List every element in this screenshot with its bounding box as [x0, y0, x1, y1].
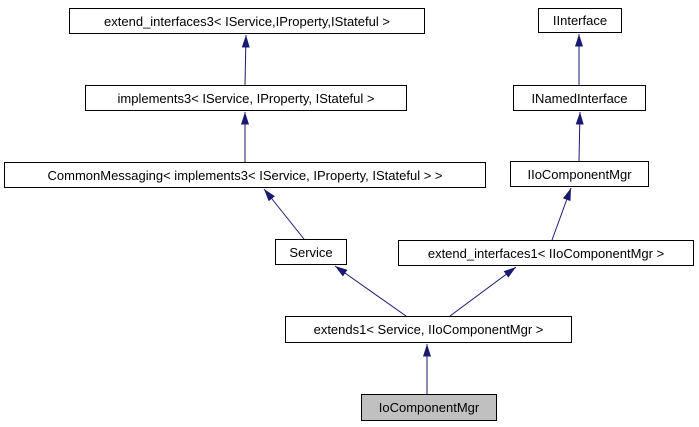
- inheritance-arrow-Service-to-CommonMessaging: [263, 188, 305, 240]
- class-node-IInterface[interactable]: IInterface: [538, 8, 622, 33]
- class-node-implements3[interactable]: implements3< IService, IProperty, IState…: [85, 85, 407, 111]
- class-node-extend_interfaces3[interactable]: extend_interfaces3< IService,IProperty,I…: [69, 8, 425, 34]
- class-node-IIoComponentMgr[interactable]: IIoComponentMgr: [510, 161, 649, 187]
- inheritance-arrow-extends1-to-Service: [334, 265, 407, 317]
- class-node-IoComponentMgr: IoComponentMgr: [361, 394, 497, 421]
- class-node-CommonMessaging[interactable]: CommonMessaging< implements3< IService, …: [4, 162, 486, 188]
- inheritance-arrow-extends1-to-extend_interfaces1: [449, 266, 517, 317]
- inheritance-arrow-extend_interfaces1-to-IIoComponentMgr: [551, 187, 572, 241]
- class-node-Service[interactable]: Service: [275, 239, 347, 265]
- class-node-extend_interfaces1[interactable]: extend_interfaces1< IIoComponentMgr >: [398, 240, 694, 266]
- inheritance-arrow-IIoComponentMgr-to-INamedInterface: [575, 111, 584, 162]
- class-node-INamedInterface[interactable]: INamedInterface: [513, 85, 646, 111]
- class-node-extends1[interactable]: extends1< Service, IIoComponentMgr >: [285, 316, 572, 343]
- inheritance-arrow-implements3-to-extend_interfaces3: [241, 34, 250, 86]
